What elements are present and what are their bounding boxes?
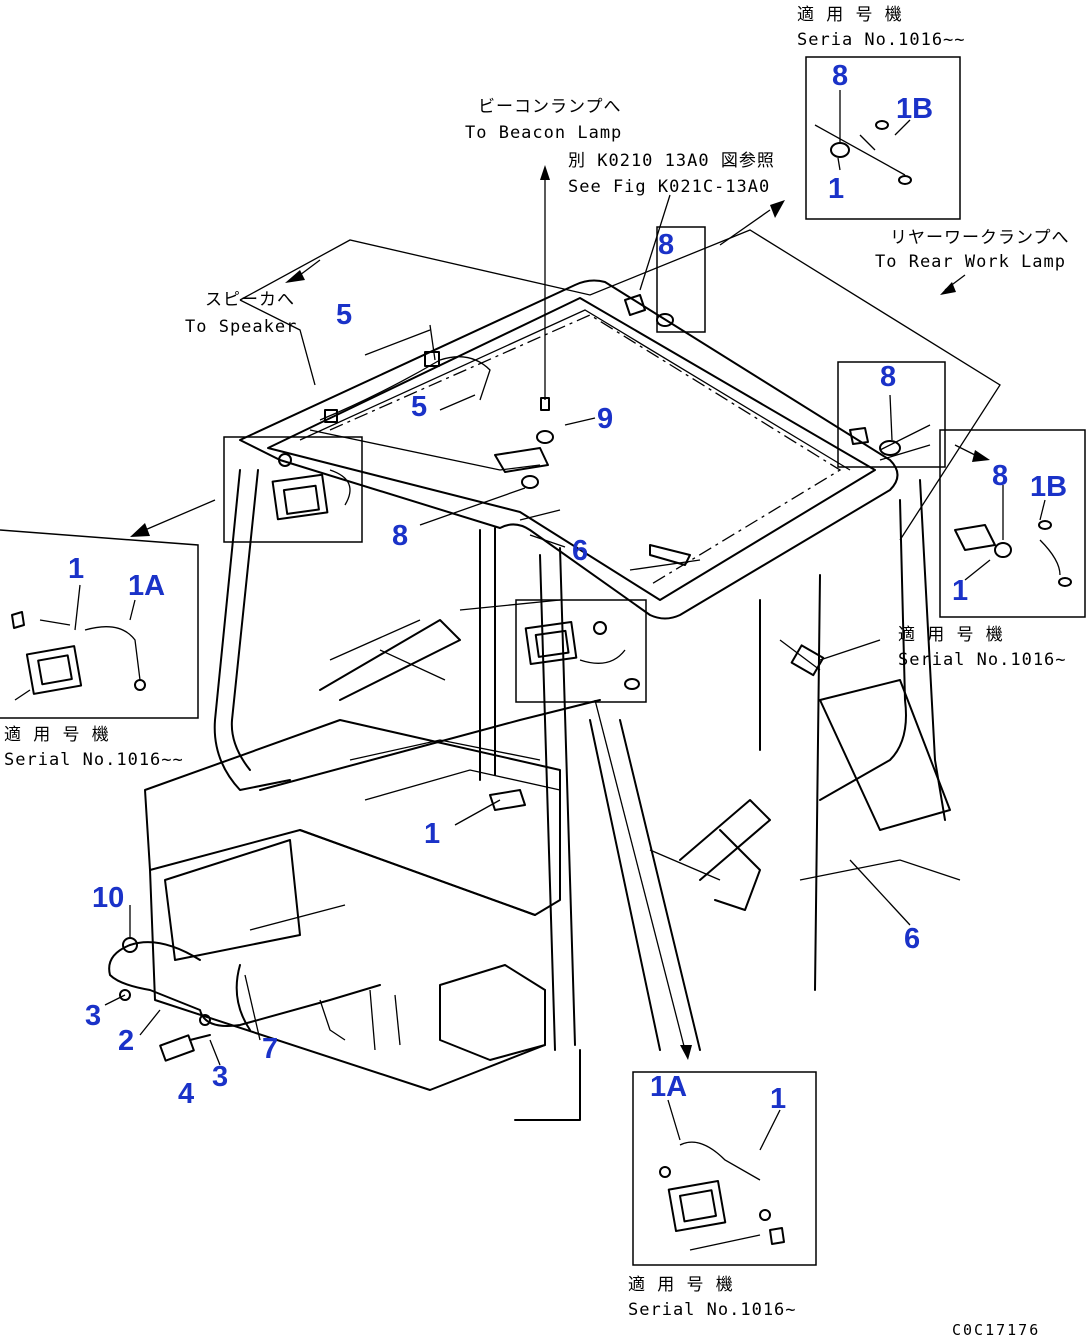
detail-box-bottom — [632, 1071, 817, 1266]
roof-outline — [239, 229, 1001, 541]
callout-6-a: 6 — [572, 535, 588, 567]
note-serial-top-en: Seria No.1016~~ — [797, 30, 966, 50]
callout-1b-right: 1B — [1030, 471, 1067, 503]
callout-5-a: 5 — [336, 299, 352, 331]
callout-8-c: 8 — [392, 520, 408, 552]
callout-1-right: 1 — [952, 575, 968, 607]
callout-9: 9 — [597, 403, 613, 435]
callout-8-topbox: 8 — [832, 60, 848, 92]
cab-roof — [239, 279, 899, 620]
note-beacon-en: To Beacon Lamp — [465, 123, 622, 143]
callout-8-right: 8 — [992, 460, 1008, 492]
callout-1-left: 1 — [68, 553, 84, 585]
wiper-assemblies — [319, 619, 771, 911]
lamp-box-roof-center — [515, 599, 647, 703]
note-serial-right-jp: 適 用 号 機 — [898, 625, 1004, 645]
note-speaker-en: To Speaker — [185, 317, 297, 337]
detail-box-right — [939, 429, 1086, 618]
note-serial-bottom-jp: 適 用 号 機 — [628, 1275, 734, 1295]
leader-lines — [74, 90, 1046, 1151]
note-serial-right-en: Serial No.1016~ — [898, 650, 1067, 670]
lamp-box-roof-left — [223, 436, 363, 543]
note-rear-lamp-jp: リヤーワークランプへ — [890, 228, 1070, 248]
note-speaker-jp: スピーカへ — [205, 290, 295, 310]
callout-1a-left: 1A — [128, 570, 165, 602]
callout-8-a: 8 — [658, 229, 674, 261]
detail-box-left — [0, 529, 199, 719]
callout-3-a: 3 — [85, 1000, 101, 1032]
note-serial-bottom-en: Serial No.1016~ — [628, 1300, 797, 1320]
cab-base — [144, 719, 961, 1121]
detail-box-8b — [837, 361, 946, 468]
callout-2: 2 — [118, 1025, 134, 1057]
note-seefig-jp: 別 K0210 13A0 図参照 — [568, 151, 775, 171]
detail-box-top — [805, 56, 961, 220]
callout-1b-topbox: 1B — [896, 93, 933, 125]
roof-harness — [309, 165, 931, 677]
callout-7: 7 — [262, 1033, 278, 1065]
callout-6-b: 6 — [904, 923, 920, 955]
callout-5-b: 5 — [411, 391, 427, 423]
drawing-code: C0C17176 — [952, 1321, 1040, 1339]
callout-10: 10 — [92, 882, 124, 914]
detail-box-8a — [656, 226, 706, 333]
note-rear-lamp-en: To Rear Work Lamp — [875, 252, 1066, 272]
cab-frame — [213, 469, 951, 1051]
note-serial-top-jp: 適 用 号 機 — [797, 5, 903, 25]
note-serial-left-jp: 適 用 号 機 — [4, 725, 110, 745]
note-seefig-en: See Fig K021C-13A0 — [568, 177, 770, 197]
callout-1-bottom: 1 — [770, 1083, 786, 1115]
callout-8-b: 8 — [880, 361, 896, 393]
callout-4: 4 — [178, 1078, 194, 1110]
note-serial-left-en: Serial No.1016~~ — [4, 750, 184, 770]
callout-1-topbox: 1 — [828, 173, 844, 205]
lower-harness — [108, 904, 401, 1062]
callout-1a-bottom: 1A — [650, 1071, 687, 1103]
note-beacon-jp: ビーコンランプへ — [478, 97, 622, 117]
callout-1-floor: 1 — [424, 818, 440, 850]
callout-3-b: 3 — [212, 1061, 228, 1093]
